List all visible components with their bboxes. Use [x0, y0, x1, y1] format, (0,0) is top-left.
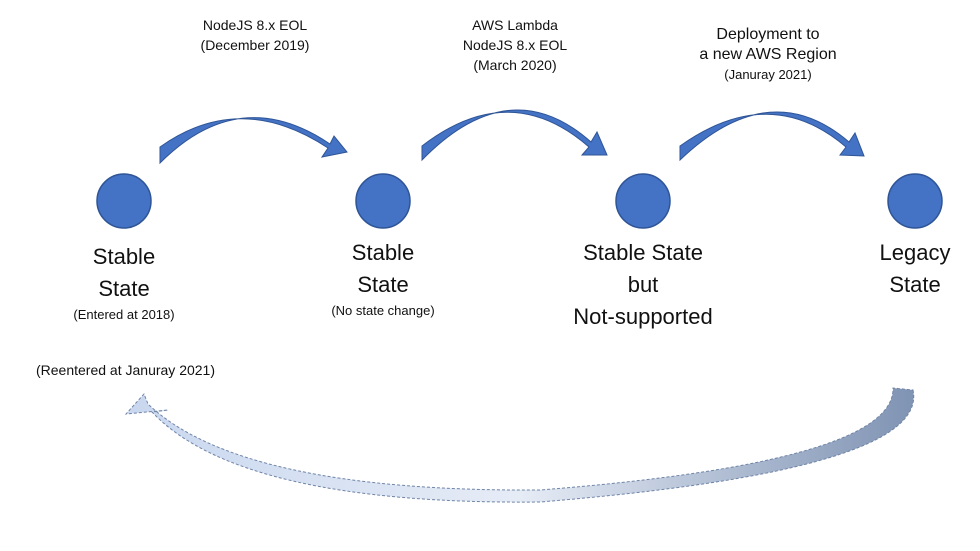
state-label-2: Stable State (No state change) [303, 237, 463, 319]
state-label-4: Legacy State [860, 237, 970, 301]
transition-label-1-line1: NodeJS 8.x EOL [202, 17, 308, 33]
transition-arrow-2 [421, 109, 608, 162]
transition-label-1-line2: (December 2019) [200, 37, 310, 53]
state-label-4-line1: Legacy [879, 240, 951, 265]
state-node-legacy [887, 173, 943, 229]
state-node-not-supported [615, 173, 671, 229]
state-label-2-line2: State [357, 272, 409, 297]
state-label-3-line1: Stable State [583, 240, 703, 265]
state-label-1: Stable State (Entered at 2018) [44, 241, 204, 323]
state-label-1-line1: Stable [92, 244, 156, 269]
return-arrow [124, 387, 915, 503]
state-label-2-line1: Stable [351, 240, 415, 265]
transition-arrow-1 [159, 117, 348, 165]
state-label-1-note: (Entered at 2018) [73, 307, 175, 322]
transition-label-3-line3: (Januray 2021) [724, 67, 812, 82]
state-label-3: Stable State but Not-supported [553, 237, 733, 333]
state-label-1-line2: State [98, 276, 150, 301]
state-label-4-line2: State [889, 272, 941, 297]
state-node-stable [96, 173, 152, 229]
transition-label-2: AWS Lambda NodeJS 8.x EOL (March 2020) [435, 15, 595, 75]
transition-label-1: NodeJS 8.x EOL (December 2019) [175, 15, 335, 55]
state-label-2-note: (No state change) [331, 303, 435, 318]
return-note: (Reentered at Januray 2021) [36, 362, 215, 378]
transition-label-2-line2: NodeJS 8.x EOL [462, 37, 568, 53]
transition-label-2-line1: AWS Lambda [472, 17, 558, 33]
transition-label-3-line2: a new AWS Region [699, 46, 837, 63]
transition-arrow-3 [679, 111, 865, 162]
state-label-3-line2: but [627, 272, 659, 297]
state-label-3-line3: Not-supported [573, 304, 713, 329]
state-node-stable-unchanged [355, 173, 411, 229]
transition-label-3: Deployment to a new AWS Region (Januray … [678, 25, 858, 85]
transition-label-2-line3: (March 2020) [473, 57, 557, 73]
transition-label-3-line1: Deployment to [716, 26, 820, 43]
